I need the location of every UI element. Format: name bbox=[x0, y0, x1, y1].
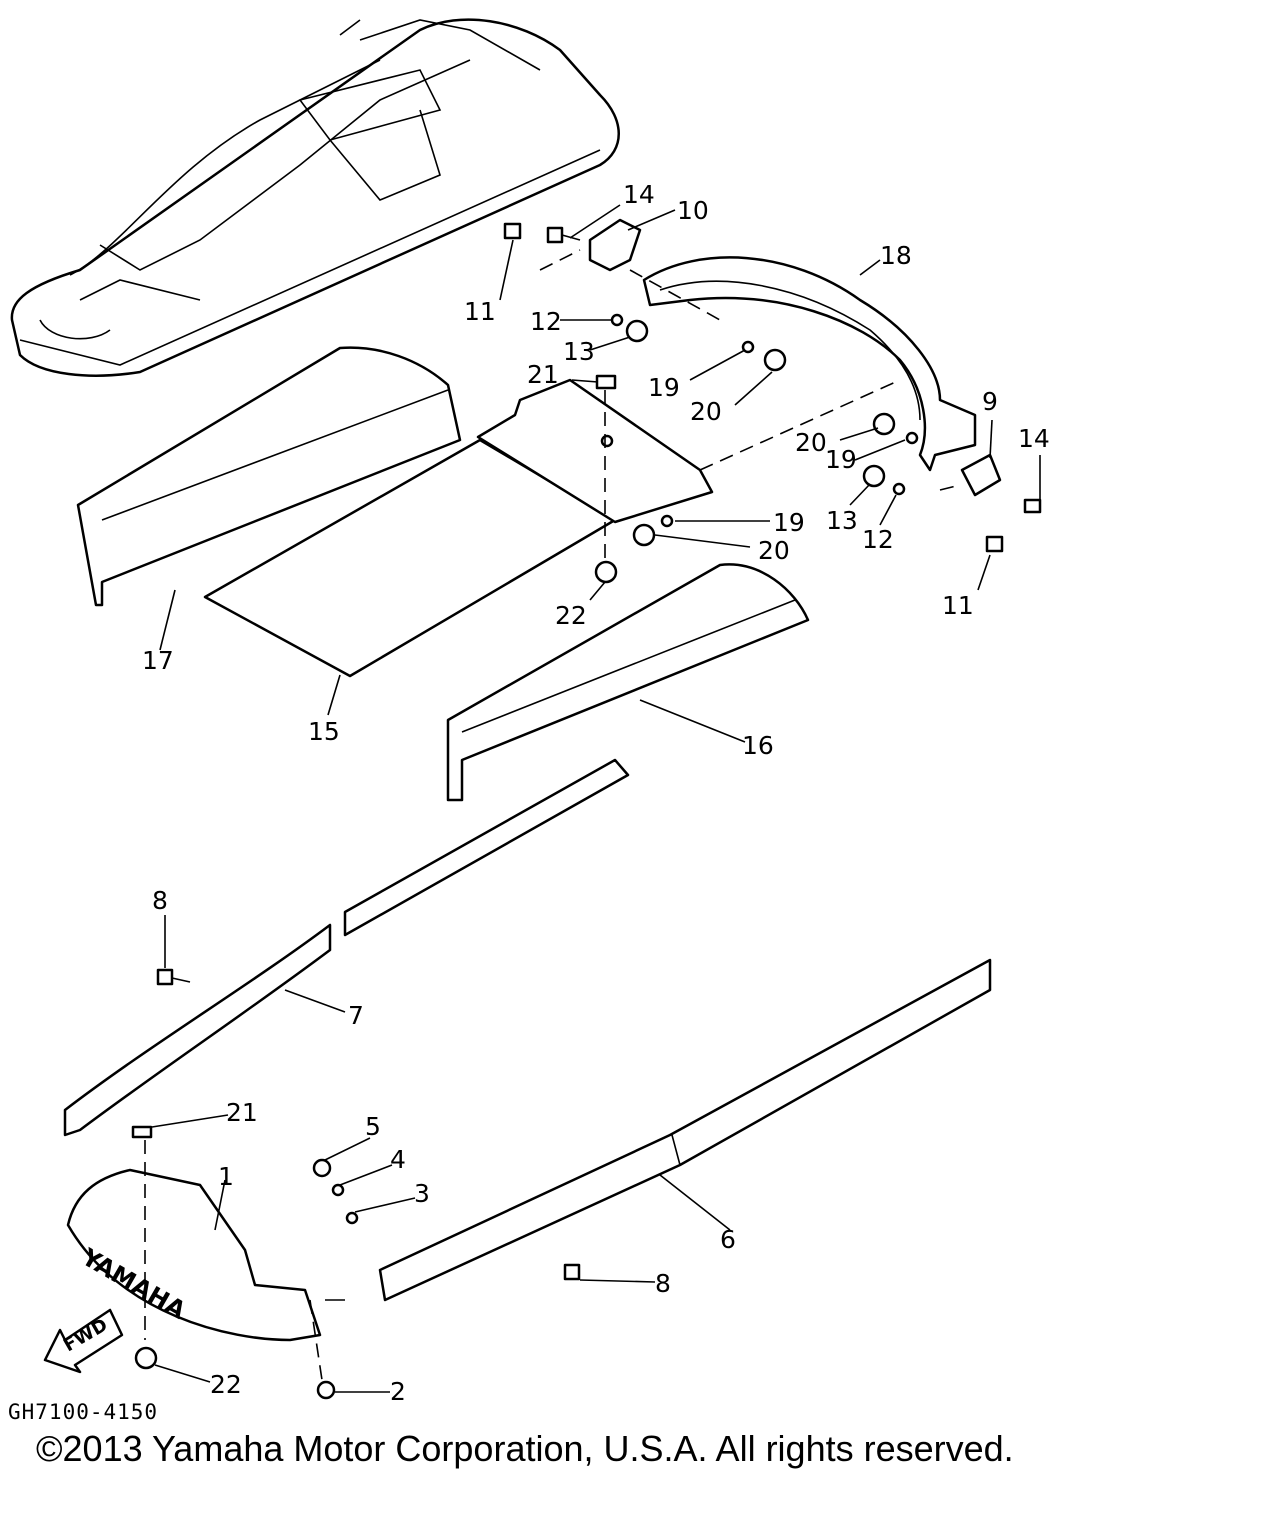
callout-22-top: 22 bbox=[555, 601, 587, 630]
callout-3: 3 bbox=[414, 1179, 430, 1208]
callout-20-top: 20 bbox=[690, 397, 722, 426]
callout-10: 10 bbox=[677, 196, 709, 225]
callout-22-bottom: 22 bbox=[210, 1370, 242, 1399]
callout-7: 7 bbox=[348, 1001, 364, 1030]
callout-11-right: 11 bbox=[942, 591, 974, 620]
callout-19-right: 19 bbox=[825, 445, 857, 474]
part-18-rear-bumper bbox=[642, 256, 977, 472]
callout-12-top: 12 bbox=[530, 307, 562, 336]
part-6-long-rail bbox=[378, 958, 992, 1302]
part-7-rail bbox=[63, 758, 630, 1137]
diagram-code: GH7100-4150 bbox=[8, 1400, 159, 1424]
callout-8-left: 8 bbox=[152, 886, 168, 915]
callout-numbers: 14 10 18 11 12 13 21 19 20 9 14 20 19 13… bbox=[142, 180, 1050, 1406]
fwd-arrow: FWD bbox=[43, 1308, 124, 1374]
assembly-lines bbox=[144, 249, 961, 1381]
callout-8-right: 8 bbox=[655, 1269, 671, 1298]
callout-14-right: 14 bbox=[1018, 424, 1050, 453]
callout-14-top: 14 bbox=[623, 180, 655, 209]
bracket-plate bbox=[476, 378, 714, 524]
callout-18: 18 bbox=[880, 241, 912, 270]
callout-20-center: 20 bbox=[758, 536, 790, 565]
callout-19-top: 19 bbox=[648, 373, 680, 402]
callout-11-top: 11 bbox=[464, 297, 496, 326]
watercraft-hull bbox=[10, 18, 620, 377]
part-17-side-panel bbox=[76, 346, 462, 607]
callout-21-bottom: 21 bbox=[226, 1098, 258, 1127]
callout-4: 4 bbox=[390, 1145, 406, 1174]
callout-9: 9 bbox=[982, 387, 998, 416]
callout-5: 5 bbox=[365, 1112, 381, 1141]
callout-15: 15 bbox=[308, 717, 340, 746]
callout-13-right: 13 bbox=[826, 506, 858, 535]
callout-17: 17 bbox=[142, 646, 174, 675]
copyright-notice: ©2013 Yamaha Motor Corporation, U.S.A. A… bbox=[36, 1428, 1014, 1469]
callout-21-top: 21 bbox=[527, 360, 559, 389]
callout-1: 1 bbox=[218, 1162, 234, 1191]
callout-12-right: 12 bbox=[862, 525, 894, 554]
callout-20-right: 20 bbox=[795, 428, 827, 457]
leader-lines bbox=[151, 204, 1041, 1393]
callout-2: 2 bbox=[390, 1377, 406, 1406]
callout-6: 6 bbox=[720, 1225, 736, 1254]
callout-13-top: 13 bbox=[563, 337, 595, 366]
callout-19-center: 19 bbox=[773, 508, 805, 537]
part-16-side-panel bbox=[446, 563, 810, 802]
callout-16: 16 bbox=[742, 731, 774, 760]
